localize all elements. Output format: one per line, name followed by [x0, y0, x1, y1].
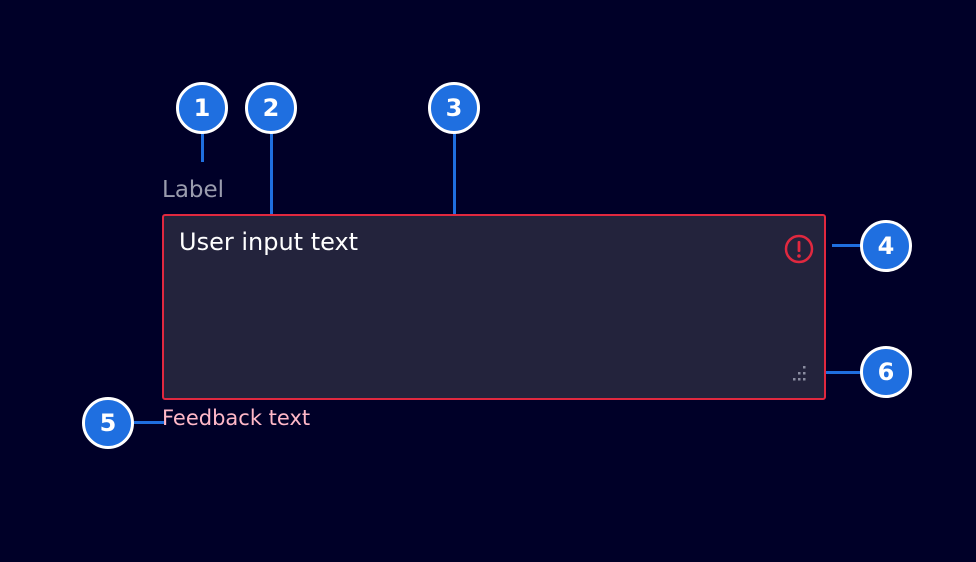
callout-2-connector — [270, 132, 273, 220]
resize-grip-icon[interactable] — [789, 364, 809, 384]
callout-4-connector — [832, 244, 862, 247]
text-area-field[interactable]: User input text — [162, 214, 826, 400]
callout-6-connector — [822, 371, 862, 374]
callout-3-connector — [453, 132, 456, 242]
callout-badge-3: 3 — [428, 82, 480, 134]
feedback-text: Feedback text — [162, 406, 311, 430]
exclamation-circle-icon — [784, 234, 814, 264]
callout-badge-6: 6 — [860, 346, 912, 398]
user-input-text: User input text — [179, 228, 359, 256]
callout-badge-4: 4 — [860, 220, 912, 272]
callout-badge-2: 2 — [245, 82, 297, 134]
callout-badge-1: 1 — [176, 82, 228, 134]
field-label: Label — [162, 177, 225, 203]
callout-badge-5: 5 — [82, 397, 134, 449]
callout-5-connector — [134, 421, 164, 424]
callout-1-connector — [201, 132, 204, 162]
